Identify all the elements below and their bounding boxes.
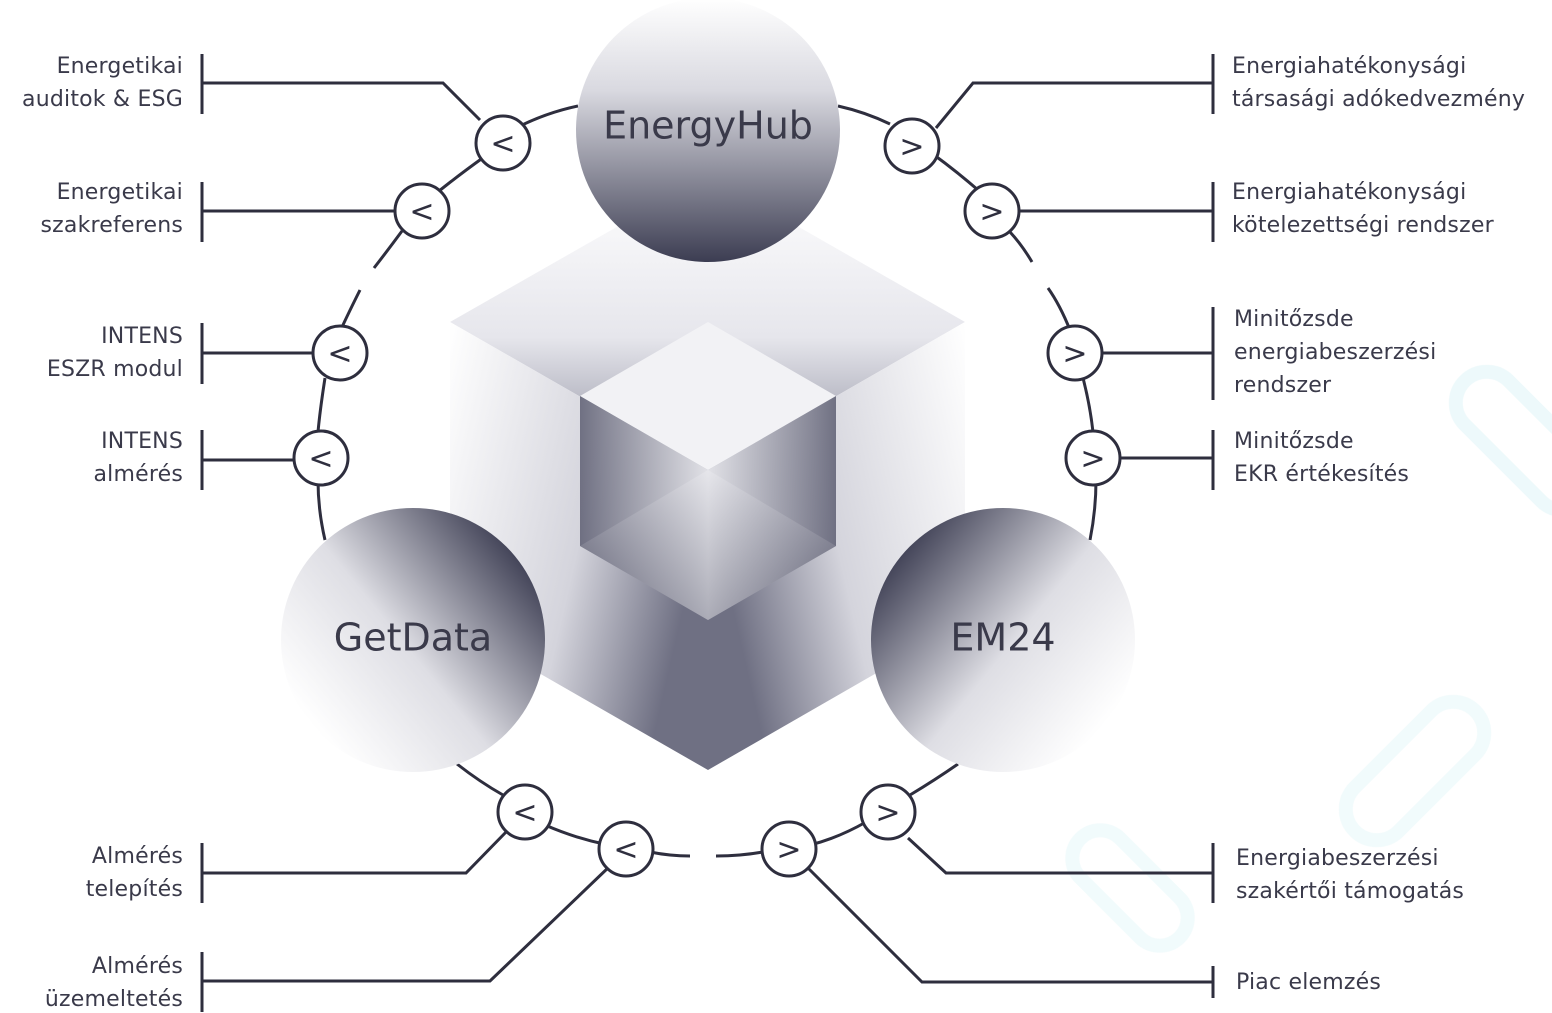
service-label-line: EKR értékesítés (1234, 462, 1410, 487)
chevron-right-icon: > (1062, 337, 1087, 372)
service-label-right-5: Energiabeszerzési szakértői támogatás (1236, 842, 1464, 908)
service-label-line: szakértői támogatás (1236, 879, 1465, 904)
chevron-right-icon-circle (1046, 324, 1104, 382)
service-label-line: társasági adókedvezmény (1232, 87, 1526, 112)
chevron-left-icon: < (613, 833, 638, 868)
leader-line-5 (202, 828, 510, 875)
hub-energyhub: EnergyHub (576, 0, 840, 262)
service-label-line: kötelezettségi rendszer (1232, 213, 1494, 238)
service-label-line: Almérés (91, 954, 183, 979)
chevron-nodes: < < < < < < > > > > > > (292, 114, 1122, 878)
ring-arc-15 (1046, 287, 1072, 331)
chevron-right-icon-circle (1064, 429, 1122, 487)
hub-getdata: GetData (281, 508, 545, 772)
leader-line-1 (202, 81, 482, 122)
leader-line-7 (934, 81, 1213, 129)
service-label-line: rendszer (1234, 373, 1332, 398)
ring-arc-13 (1088, 479, 1098, 541)
service-label-line: Almérés (91, 844, 183, 869)
leader-line-12 (806, 866, 1213, 984)
hub-energyhub-title: EnergyHub (603, 104, 813, 148)
service-label-line: Energetikai (56, 180, 183, 205)
chevron-right-icon-circle (963, 182, 1021, 240)
leader-line-6 (202, 864, 612, 983)
service-label-right-3: Minitőzsde energiabeszerzési rendszer (1234, 303, 1436, 402)
chevron-right-icon-circle (859, 783, 917, 841)
service-label-line: INTENS (101, 324, 183, 349)
ring-arc-10 (715, 850, 764, 858)
chevron-left-icon: < (490, 127, 515, 162)
service-label-right-4: Minitőzsde EKR értékesítés (1234, 425, 1409, 491)
chevron-left-icon-circle (393, 182, 451, 240)
service-label-left-4: INTENS almérés (93, 425, 183, 491)
ring-arc-14 (1081, 377, 1095, 433)
service-label-line: energiabeszerzési (1234, 340, 1437, 365)
service-label-right-6: Piac elemzés (1236, 966, 1381, 999)
chevron-right-icon-circle (760, 820, 818, 878)
service-label-line: almérés (93, 462, 183, 487)
service-label-line: szakreferens (40, 213, 183, 238)
service-label-left-3: INTENS ESZR modul (47, 320, 183, 386)
ring-arc-5 (316, 377, 327, 433)
service-label-line: INTENS (101, 429, 183, 454)
service-label-line: telepítés (85, 877, 183, 902)
chevron-right-icon: > (875, 796, 900, 831)
service-label-line: Minitőzsde (1234, 429, 1354, 454)
service-label-line: Energiahatékonysági (1232, 180, 1467, 205)
central-cube (450, 175, 965, 770)
hub-em24: EM24 (871, 508, 1135, 772)
hub-em24-title: EM24 (950, 616, 1055, 660)
chevron-left-icon-circle (597, 820, 655, 878)
chevron-left-icon-circle (292, 429, 350, 487)
service-label-line: Energiabeszerzési (1236, 846, 1439, 871)
chevron-right-icon: > (979, 195, 1004, 230)
service-label-line: ESZR modul (46, 357, 183, 382)
ring-arc-16 (1008, 230, 1034, 263)
ring-arc-12 (909, 762, 959, 797)
ring-arc-9 (649, 850, 691, 858)
service-label-line: Minitőzsde (1234, 307, 1354, 332)
service-label-line: Energetikai (56, 54, 183, 79)
leader-line-11 (906, 836, 1213, 875)
hub-getdata-title: GetData (334, 616, 492, 660)
decorative-pills (1065, 364, 1552, 953)
service-label-right-2: Energiahatékonysági kötelezettségi rends… (1232, 176, 1494, 242)
chevron-left-icon-circle (474, 114, 532, 172)
ring-arc-8 (544, 823, 605, 846)
chevron-right-icon: > (1080, 442, 1105, 477)
service-label-right-1: Energiahatékonysági társasági adókedvezm… (1232, 50, 1525, 116)
chevron-right-icon: > (899, 130, 924, 165)
service-label-left-6: Almérés üzemeltetés (45, 950, 183, 1013)
chevron-left-icon: < (308, 442, 333, 477)
service-label-left-1: Energetikai auditok & ESG (22, 50, 183, 116)
service-label-line: Piac elemzés (1236, 970, 1382, 995)
chevron-left-icon: < (409, 195, 434, 230)
ring-arc-3 (372, 230, 404, 269)
service-label-line: Energiahatékonysági (1232, 54, 1467, 79)
chevron-left-icon: < (512, 796, 537, 831)
chevron-left-icon: < (327, 337, 352, 372)
ring-arc-7 (456, 762, 504, 797)
service-label-left-5: Almérés telepítés (86, 840, 183, 906)
chevron-left-icon-circle (311, 324, 369, 382)
ring-arc-11 (809, 820, 867, 847)
service-label-left-2: Energetikai szakreferens (40, 176, 183, 242)
ring-arc-6 (316, 479, 327, 541)
chevron-right-icon-circle (883, 117, 941, 175)
service-label-line: auditok & ESG (22, 87, 183, 112)
chevron-left-icon-circle (496, 783, 554, 841)
connector-lines (200, 54, 1215, 1012)
chevron-right-icon: > (776, 833, 801, 868)
service-label-line: üzemeltetés (44, 987, 183, 1012)
ring-arc-18 (837, 104, 891, 126)
